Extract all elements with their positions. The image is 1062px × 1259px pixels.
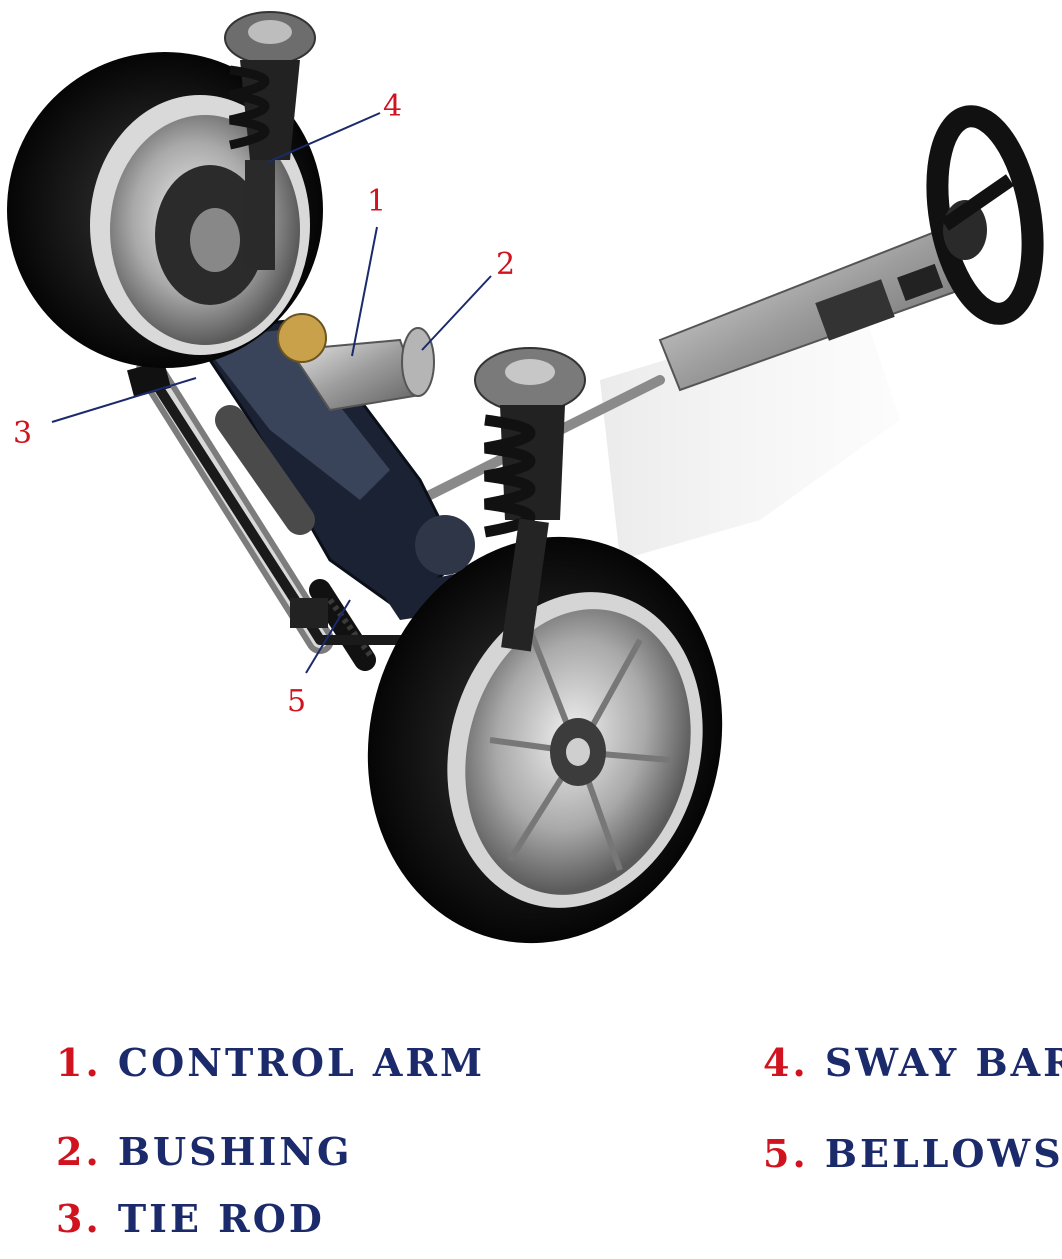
legend-number: 3. (56, 1196, 102, 1241)
right-wheel (367, 536, 723, 944)
leader-lines (51, 112, 492, 674)
leader-line-3 (51, 377, 197, 423)
leader-line-1 (351, 226, 378, 357)
legend-label: TIE ROD (117, 1196, 325, 1241)
left-strut (224, 11, 316, 270)
legend-item-control-arm: 1. CONTROL ARM (56, 1044, 485, 1082)
callout-number-4: 4 (383, 89, 402, 124)
suspension-illustration: 1 2 3 4 5 (7, 11, 1044, 944)
legend-number: 5. (763, 1131, 809, 1176)
legend-number: 1. (56, 1040, 102, 1085)
callout-number-5: 5 (287, 684, 306, 719)
leader-line-5 (305, 599, 351, 674)
legend-item-bushing: 2. BUSHING (56, 1133, 352, 1171)
callout-number-1: 1 (367, 184, 386, 219)
legend-item-sway-bar: 4. SWAY BAR (763, 1044, 1062, 1082)
control-arm-shape (277, 313, 435, 412)
legend-item-tie-rod: 3. TIE ROD (56, 1200, 325, 1238)
legend-label: CONTROL ARM (117, 1040, 486, 1085)
legend-label: BUSHING (117, 1129, 353, 1174)
steering-column (415, 105, 1044, 505)
legend-number: 4. (763, 1040, 809, 1085)
legend-item-bellows: 5. BELLOWS (763, 1135, 1062, 1173)
leader-line-2 (421, 275, 492, 351)
legend-number: 2. (56, 1129, 102, 1174)
leader-line-4 (267, 112, 381, 163)
callout-number-2: 2 (496, 247, 515, 282)
legend-label: BELLOWS (824, 1131, 1062, 1176)
callout-number-3: 3 (13, 416, 32, 451)
right-strut (415, 347, 586, 652)
legend-label: SWAY BAR (824, 1040, 1062, 1085)
steering-wheel (926, 105, 1044, 325)
